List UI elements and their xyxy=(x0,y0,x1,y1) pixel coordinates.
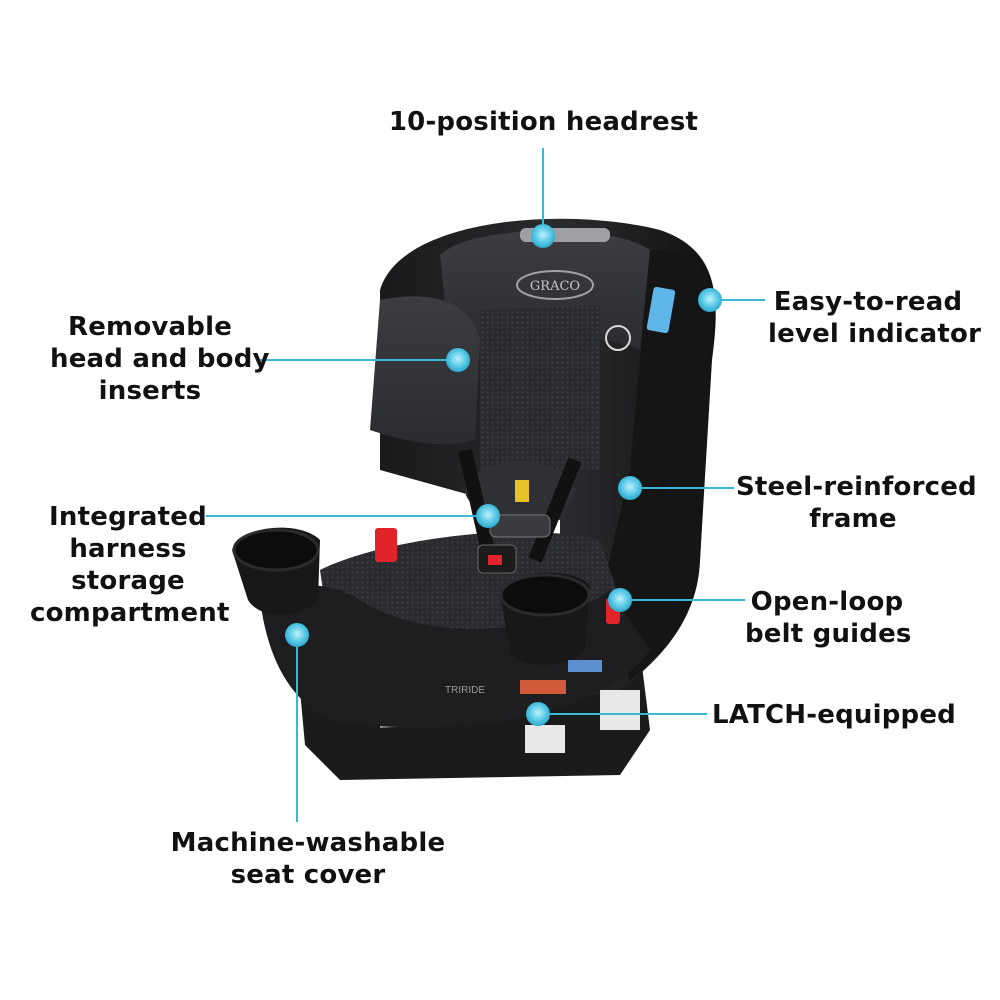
side-wing xyxy=(600,249,714,680)
harness-strap-left xyxy=(458,448,497,562)
warning-label xyxy=(525,725,565,753)
callout-dot-icon xyxy=(446,348,470,372)
seat-cover-callout: Machine-washable seat cover xyxy=(170,828,446,890)
red-belt-guide-left xyxy=(375,528,397,562)
latch-callout: LATCH-equipped xyxy=(712,700,956,730)
svg-text:GRACO: GRACO xyxy=(530,279,580,294)
frame-callout: Steel-reinforced frame xyxy=(736,472,977,534)
back-mesh xyxy=(480,305,600,470)
level-indicator-callout: Easy-to-read level indicator xyxy=(768,287,982,349)
latch-color-stickers xyxy=(520,680,566,694)
headrest-callout: 10-position headrest xyxy=(388,107,699,137)
callout-dot-icon xyxy=(285,623,309,647)
harness-strap-right xyxy=(528,457,582,563)
belt-guides-callout: Open-loop belt guides xyxy=(745,587,912,649)
level-indicator-sticker xyxy=(646,286,676,334)
graco-logo: GRACO xyxy=(516,270,594,300)
callout-dot-icon xyxy=(698,288,722,312)
callout-lines xyxy=(206,148,765,822)
cup-holder-right xyxy=(499,572,591,665)
callout-dot-icon xyxy=(476,504,500,528)
model-label: TRIRIDE xyxy=(445,685,485,696)
callout-dot-icon xyxy=(618,476,642,500)
callout-dot-icon xyxy=(531,224,555,248)
cup-holder-left xyxy=(232,527,320,615)
buckle-red-button xyxy=(488,555,502,565)
callout-dot-icon xyxy=(608,588,632,612)
callout-dots xyxy=(285,224,722,726)
callout-dot-icon xyxy=(526,702,550,726)
inserts-callout: Removable head and body inserts xyxy=(50,312,270,406)
harness-storage-callout: Integrated harness storage compartment xyxy=(30,502,230,628)
head-insert xyxy=(370,296,480,445)
